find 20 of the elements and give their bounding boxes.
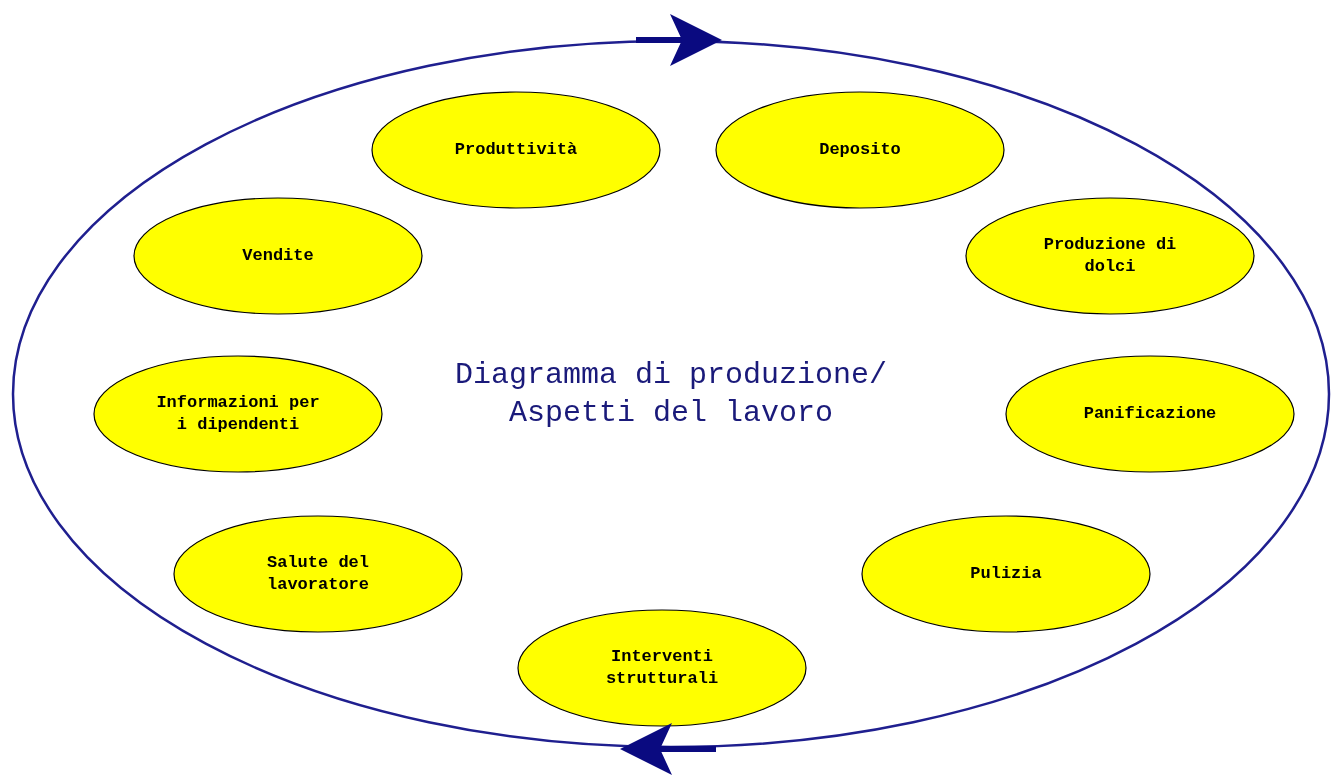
topic-ellipse	[1005, 355, 1295, 473]
node-label: Diagramma di produzione/ Aspetti del lavoro	[453, 357, 889, 432]
topic-ellipse	[133, 197, 423, 315]
topic-ellipse	[371, 91, 661, 209]
topic-ellipse	[965, 197, 1255, 315]
topic-label: Pulizia	[969, 563, 1043, 585]
topic-label: Produttività	[453, 139, 579, 161]
topic-ellipse	[93, 355, 383, 473]
topic-ellipse	[173, 515, 463, 633]
topic-label: Informazioni per i dipendenti	[155, 392, 321, 436]
topic-label: Salute del lavoratore	[266, 552, 370, 596]
topic-ellipse	[517, 609, 807, 727]
topic-label: Deposito	[818, 139, 902, 161]
topic-label: Panificazione	[1082, 403, 1218, 425]
cycle-ellipse	[12, 40, 1330, 748]
topic-label: Vendite	[241, 245, 315, 267]
topic-label: Interventi strutturali	[604, 646, 720, 690]
topic-label: Produzione di dolci	[1042, 234, 1178, 278]
topic-ellipse	[861, 515, 1151, 633]
topic-ellipse	[715, 91, 1005, 209]
